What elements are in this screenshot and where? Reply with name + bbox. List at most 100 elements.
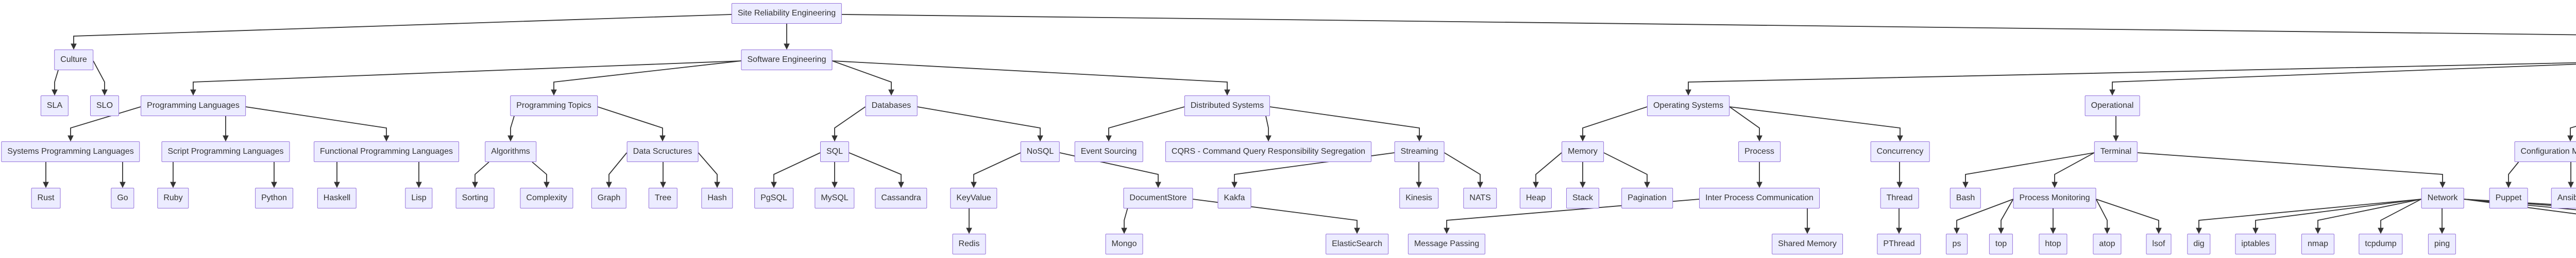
edge-terminal-network: [2137, 152, 2446, 188]
edge-operations-os: [1685, 62, 2576, 96]
node-kakfa: Kakfa: [1217, 188, 1251, 208]
edge-sql-pgsql: [771, 152, 821, 188]
node-memory: Memory: [1562, 141, 1604, 162]
edge-swe-databases: [832, 60, 894, 96]
node-ps: ps: [1946, 234, 1968, 254]
node-streaming: Streaming: [1394, 141, 1445, 162]
node-pagination: Pagination: [1621, 188, 1673, 208]
edge-algorithms-complexity: [532, 162, 550, 188]
node-procmon: Process Monitoring: [2013, 188, 2096, 208]
node-python: Python: [255, 188, 293, 208]
node-swe: Software Engineering: [741, 50, 833, 70]
node-hash: Hash: [701, 188, 733, 208]
edge-os-memory: [1580, 106, 1648, 142]
node-keyvalue: KeyValue: [950, 188, 997, 208]
edge-swe-proglang: [190, 60, 741, 96]
edge-memory-pagination: [1603, 152, 1650, 188]
edge-nosql-keyvalue: [971, 152, 1021, 188]
node-cassandra: Cassandra: [875, 188, 927, 208]
node-heap: Heap: [1519, 188, 1552, 208]
node-mysql: MySQL: [815, 188, 855, 208]
node-sre: Site Reliability Engineering: [731, 3, 842, 24]
edge-network-dig: [2196, 199, 2421, 234]
edge-swe-progtopics: [551, 60, 741, 96]
node-lisp: Lisp: [405, 188, 433, 208]
node-nmap: nmap: [2301, 234, 2335, 254]
node-puppet: Puppet: [2489, 188, 2528, 208]
node-mongo: Mongo: [1105, 234, 1143, 254]
node-slo: SLO: [90, 95, 120, 116]
edge-ipc-msgpassing: [1444, 199, 1700, 234]
node-pgsql: PgSQL: [754, 188, 793, 208]
node-distsys: Distributed Systems: [1184, 95, 1270, 116]
node-culture: Culture: [54, 50, 93, 70]
node-bash: Bash: [1950, 188, 1981, 208]
node-scriptpl: Script Programming Languages: [161, 141, 290, 162]
node-os: Operating Systems: [1647, 95, 1730, 116]
node-process: Process: [1738, 141, 1781, 162]
edge-distsys-streaming: [1269, 106, 1422, 142]
edge-algorithms-sorting: [472, 162, 489, 188]
node-syspl: Systems Programming Languages: [1, 141, 140, 162]
node-docstore: DocumentStore: [1123, 188, 1193, 208]
edge-procmon-top: [1998, 199, 2014, 234]
node-ipc: Inter Process Communication: [1699, 188, 1820, 208]
node-msgpassing: Message Passing: [1408, 234, 1486, 254]
edge-distsys-cqrs: [1265, 116, 1272, 142]
edge-sre-operations: [841, 14, 2576, 36]
node-graph: Graph: [591, 188, 627, 208]
node-elasticsearch: ElasticSearch: [1326, 234, 1388, 254]
node-ruby: Ruby: [157, 188, 189, 208]
node-tcpdump: tcpdump: [2359, 234, 2403, 254]
node-iptables: iptables: [2235, 234, 2276, 254]
edge-procmon-ps: [1954, 199, 2013, 234]
edge-datastruct-hash: [698, 152, 720, 188]
edge-terminal-procmon: [2052, 152, 2095, 188]
node-redis: Redis: [952, 234, 986, 254]
edge-sre-culture: [71, 14, 732, 50]
edge-confmgmt-puppet: [2505, 162, 2519, 188]
node-pthread: PThread: [1877, 234, 1921, 254]
edge-network-traceroute: [2464, 199, 2576, 211]
node-nosql: NoSQL: [1020, 141, 1060, 162]
edge-os-process: [1729, 106, 1762, 142]
edge-datastruct-graph: [606, 152, 628, 188]
edge-network-nmap: [2315, 199, 2421, 234]
node-sla: SLA: [40, 95, 69, 116]
node-sql: SQL: [820, 141, 850, 162]
node-progtopics: Programming Topics: [510, 95, 598, 116]
node-rust: Rust: [31, 188, 61, 208]
node-ansible: Ansible: [2551, 188, 2576, 208]
node-eventsourcing: Event Sourcing: [1074, 141, 1143, 162]
edge-procmon-atop: [2095, 199, 2110, 234]
edge-proglang-funcpl: [245, 106, 389, 142]
edge-progtopics-algorithms: [507, 116, 515, 142]
node-network: Network: [2421, 188, 2464, 208]
edge-progtopics-datastruct: [597, 106, 666, 142]
edge-databases-nosql: [917, 106, 1043, 142]
node-go: Go: [111, 188, 134, 208]
node-funcpl: Functional Programming Languages: [314, 141, 459, 162]
node-thread: Thread: [1880, 188, 1919, 208]
edge-culture-sla: [52, 70, 59, 96]
edge-os-concurrency: [1729, 106, 1903, 142]
node-cqrs: CQRS - Command Query Responsibility Segr…: [1165, 141, 1372, 162]
node-nats: NATS: [1463, 188, 1497, 208]
node-datastruct: Data Scructures: [626, 141, 699, 162]
edge-databases-sql: [832, 106, 866, 142]
edge-operations-operational: [2109, 63, 2576, 96]
edge-swe-distsys: [832, 60, 1230, 96]
edge-iac-confmgmt: [2567, 125, 2576, 142]
node-lsof: lsof: [2146, 234, 2172, 254]
edge-culture-slo: [93, 60, 108, 96]
node-terminal: Terminal: [2094, 141, 2138, 162]
node-databases: Databases: [865, 95, 918, 116]
node-haskell: Haskell: [317, 188, 357, 208]
node-sorting: Sorting: [455, 188, 495, 208]
edge-sql-cassandra: [849, 152, 904, 188]
edge-docstore-mongo: [1121, 208, 1128, 234]
node-dig: dig: [2187, 234, 2211, 254]
node-sharedmem: Shared Memory: [1772, 234, 1843, 254]
